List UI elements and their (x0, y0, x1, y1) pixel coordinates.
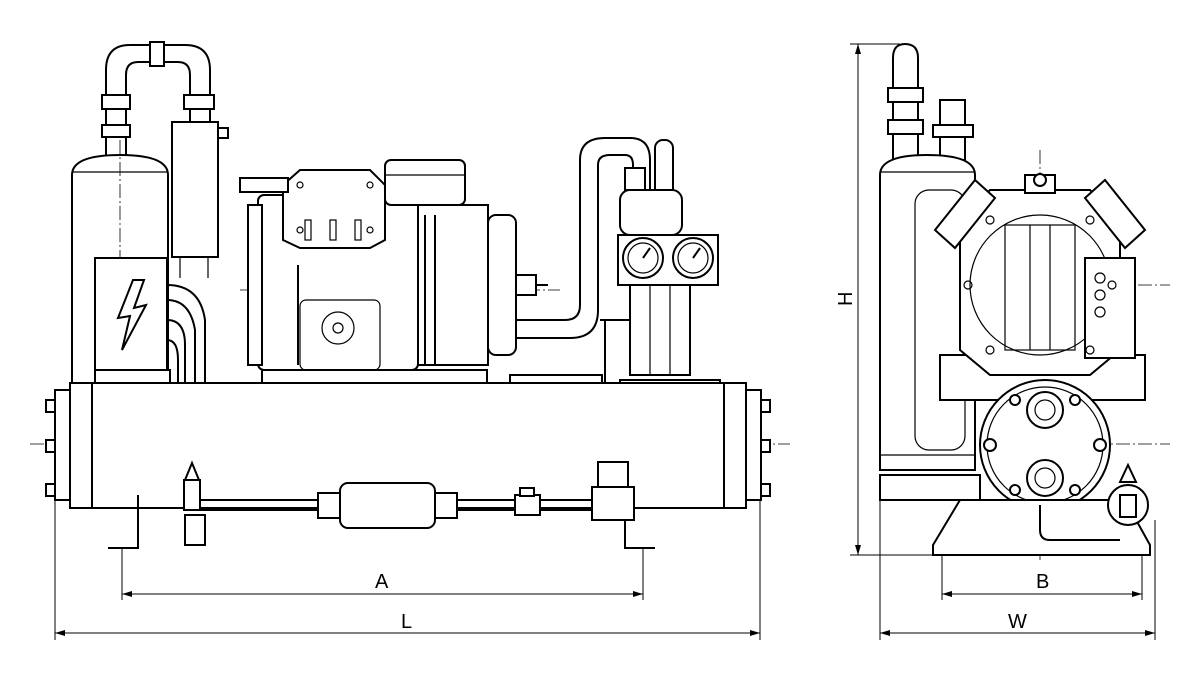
dimension-h: H (835, 43, 935, 556)
oil-separator-column (171, 121, 229, 278)
dimension-w-label: W (1008, 611, 1027, 633)
lightning-bolt-icon (116, 279, 148, 351)
solenoid-valve (597, 461, 629, 488)
cylinder-head (1083, 178, 1147, 250)
dimension-l-label: L (401, 611, 412, 633)
dimension-a: A (121, 548, 644, 600)
filter-drier (339, 482, 436, 529)
dimension-l: L (54, 500, 761, 640)
electrical-box (94, 257, 206, 387)
dimension-b-label: B (1036, 571, 1049, 593)
cylinder-head (933, 178, 997, 250)
dimension-a-label: A (375, 571, 389, 593)
discharge-pipe-loop (101, 41, 215, 160)
terminal-box (1084, 257, 1136, 359)
compressor-side (933, 173, 1147, 401)
oil-cap (384, 159, 466, 206)
compressor (239, 159, 548, 391)
valve (515, 274, 537, 296)
base-rail (879, 474, 981, 501)
cylinder-head (282, 169, 386, 249)
gauge-panel (617, 234, 719, 376)
condenser-end (979, 379, 1111, 511)
front-view: A L (30, 41, 790, 640)
dimension-b: B (941, 555, 1143, 600)
dimension-w: W (879, 500, 1156, 640)
mounting-foot (108, 495, 139, 549)
side-view: H B W (835, 42, 1170, 640)
dimension-h-label: H (835, 292, 857, 306)
liquid-line (183, 460, 635, 546)
